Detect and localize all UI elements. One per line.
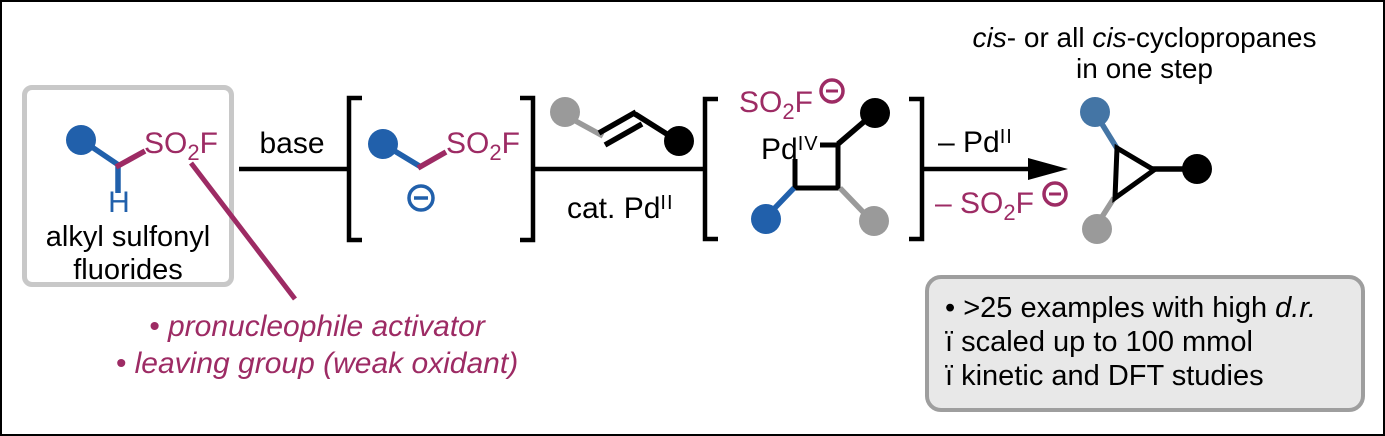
minus-so2f-label: – SO2F — [935, 189, 1034, 228]
alkene-molecule — [550, 97, 694, 156]
formula-main: SO — [144, 127, 188, 160]
catalyst-label: cat. PdII — [567, 188, 674, 224]
bracket-open-1 — [346, 95, 362, 243]
bracket-close-2 — [909, 96, 925, 242]
reactant-highlight-box — [22, 85, 234, 287]
formula-tail: F — [199, 127, 218, 160]
black-group-circle — [860, 98, 890, 128]
black-c-bond — [836, 117, 868, 147]
black-group-circle — [1182, 154, 1212, 184]
double-bond-line-2 — [603, 121, 644, 148]
so2f-formula: SO2F — [739, 88, 813, 127]
caption-line-2: fluorides — [73, 254, 183, 286]
palladacycle-molecule — [751, 78, 890, 236]
black-c-bond — [633, 111, 672, 139]
reactant-molecule — [66, 125, 147, 193]
c-s-bond — [416, 149, 448, 171]
pd-iv-label: PdIV — [761, 129, 819, 165]
cis-italic: cis — [972, 22, 1007, 53]
formula-main: SO — [446, 127, 490, 160]
cyclopropane-product — [1080, 97, 1212, 244]
oxidation-state-superscript: II — [660, 192, 674, 214]
blue-group-circle — [751, 204, 781, 234]
catalyst-text: cat. Pd — [567, 192, 661, 225]
annotation-bullet-2: • leaving group (weak oxidant) — [115, 347, 519, 380]
gray-group-circle — [1082, 214, 1112, 244]
base-label: base — [259, 127, 325, 160]
formula-tail: F — [794, 86, 813, 119]
minus-pd-label: – PdII — [938, 122, 1013, 158]
arrowhead — [1028, 158, 1068, 180]
so2f-formula: SO2F — [144, 129, 218, 168]
pd-text: Pd — [761, 133, 798, 166]
c-s-bond — [114, 148, 147, 170]
oxidation-state-superscript: II — [999, 126, 1013, 148]
bracket-open-2 — [702, 96, 718, 242]
minus-charge-icon — [407, 184, 435, 212]
role-annotations: • pronucleophile activator • leaving gro… — [87, 308, 547, 382]
dr-italic: d.r. — [1275, 292, 1316, 324]
heading-text: - or all — [1006, 22, 1093, 53]
caption-line-1: alkyl sulfonyl — [45, 221, 211, 253]
heading-text: -cyclopropanes — [1126, 22, 1317, 53]
formula-main: SO — [960, 187, 1004, 220]
cyclopropane-ring — [1112, 143, 1159, 204]
highlights-text: • >25 examples with high d.r. ï scaled u… — [925, 279, 1375, 393]
formula-subscript: 2 — [187, 140, 200, 165]
r-group-blue-circle — [368, 129, 398, 159]
formula-tail: F — [1015, 187, 1034, 220]
cis-italic: cis — [1092, 22, 1127, 53]
gray-group-circle — [550, 97, 580, 127]
h-label: H — [108, 186, 130, 219]
formula-subscript: 2 — [489, 140, 502, 165]
r-group-blue-circle — [66, 125, 96, 155]
pointer-line — [189, 161, 297, 301]
oxidation-state-superscript: IV — [797, 133, 819, 155]
formula-tail: F — [501, 127, 520, 160]
steel-blue-group-circle — [1080, 97, 1110, 127]
carbanion-molecule — [368, 129, 448, 212]
bracket-close-1 — [520, 95, 536, 243]
highlight-line-1: • >25 examples with high d.r. — [945, 291, 1375, 325]
formula-subscript: 2 — [782, 99, 795, 124]
highlights-panel — [925, 275, 1365, 412]
highlight-text: • >25 examples with high — [945, 292, 1276, 324]
gray-group-circle — [859, 206, 889, 236]
product-heading: cis- or all cis-cyclopropanes in one ste… — [947, 22, 1342, 84]
reactant-caption: alkyl sulfonyl fluorides — [24, 221, 232, 287]
so2f-formula: SO2F — [446, 129, 520, 168]
double-bond-line-1 — [597, 109, 638, 136]
highlight-line-2: ï scaled up to 100 mmol — [945, 326, 1253, 358]
formula-subscript: 2 — [1003, 200, 1016, 225]
reaction-arrow — [923, 158, 1068, 180]
annotation-bullet-1: • pronucleophile activator — [149, 310, 485, 343]
formula-main: SO — [739, 86, 783, 119]
minus-prefix: – — [935, 187, 961, 220]
heading-line-2: in one step — [1076, 53, 1213, 84]
highlight-line-3: ï kinetic and DFT studies — [945, 360, 1264, 392]
heading-line-1: cis- or all cis-cyclopropanes — [947, 22, 1342, 53]
minus-pd-text: – Pd — [938, 126, 1000, 159]
black-group-circle — [664, 126, 694, 156]
gray-c-bond — [570, 116, 605, 139]
minus-charge-icon — [819, 78, 845, 104]
gray-c-bond — [838, 186, 867, 216]
minus-charge-icon — [1042, 181, 1068, 207]
